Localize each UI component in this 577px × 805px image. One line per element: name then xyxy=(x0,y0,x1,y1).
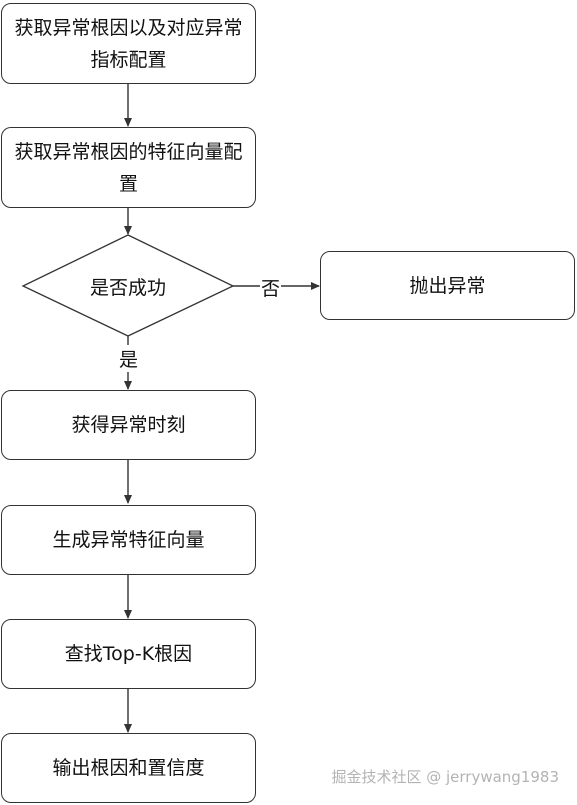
node-get-anomaly-time-label: 获得异常时刻 xyxy=(71,414,186,436)
node-generate-feature-vector-label: 生成异常特征向量 xyxy=(52,529,205,551)
node-get-root-cause-config-label: 获取异常根因以及对应异常指标配置 xyxy=(14,16,243,71)
edge-label-no: 否 xyxy=(260,274,282,301)
node-find-topk: 查找Top-K根因 xyxy=(1,619,256,689)
node-output-result-label: 输出根因和置信度 xyxy=(52,757,205,779)
node-throw-exception: 抛出异常 xyxy=(320,251,575,320)
node-get-root-cause-config: 获取异常根因以及对应异常指标配置 xyxy=(1,3,256,84)
edge-label-yes: 是 xyxy=(118,345,140,372)
node-get-feature-vector-config-label: 获取异常根因的特征向量配置 xyxy=(14,140,243,195)
node-generate-feature-vector: 生成异常特征向量 xyxy=(1,505,256,575)
node-get-anomaly-time: 获得异常时刻 xyxy=(1,390,256,460)
watermark: 掘金技术社区 @ jerrywang1983 xyxy=(331,768,559,786)
node-get-feature-vector-config: 获取异常根因的特征向量配置 xyxy=(1,127,256,208)
node-throw-exception-label: 抛出异常 xyxy=(409,274,486,297)
node-output-result: 输出根因和置信度 xyxy=(1,733,256,803)
node-find-topk-label: 查找Top-K根因 xyxy=(64,643,193,665)
decision-label: 是否成功 xyxy=(89,277,166,299)
